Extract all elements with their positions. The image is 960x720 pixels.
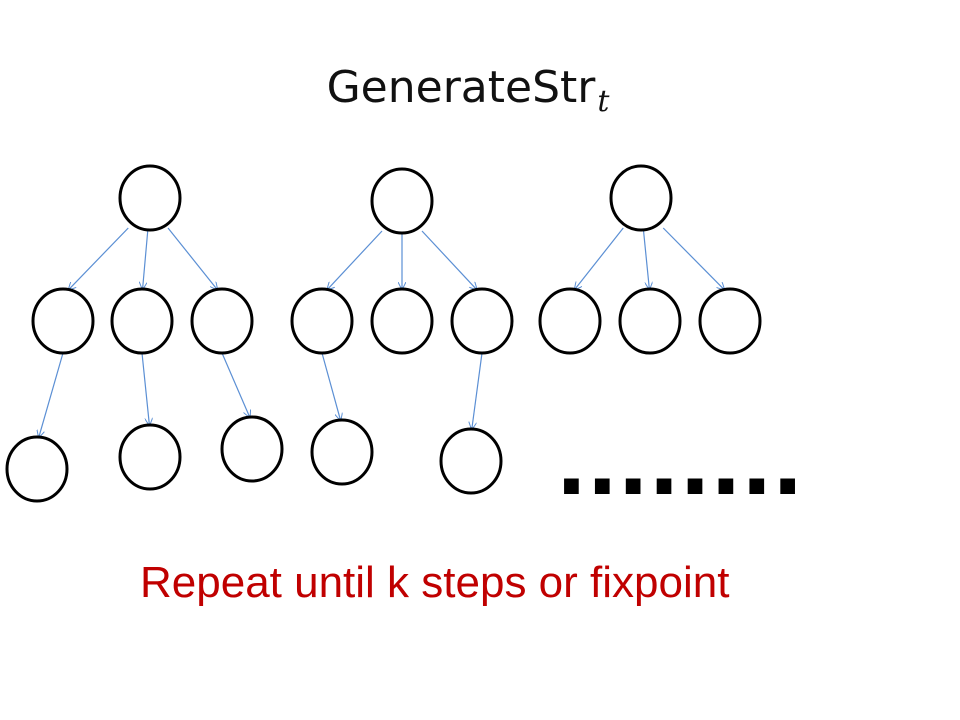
tree-3-edge-root-child-3 [662,227,724,290]
diagram-title: GenerateStrt [0,62,936,119]
tree-1-edge-child-2-grandchild [141,352,149,425]
tree-1-edge-root-child-2 [143,227,149,289]
tree-1-child-3-node [190,287,254,355]
tree-2-child-1-grandchild-node [310,418,374,486]
tree-3-child-1-node [538,287,602,355]
tree-3-root-node [609,164,673,232]
tree-3-child-3-node [698,287,762,355]
tree-2-child-3-node [450,287,514,355]
nodes-layer [5,164,762,503]
tree-3-edge-root-child-2 [642,227,649,289]
tree-3-child-2-node [618,287,682,355]
tree-2-edge-root-child-3 [421,230,477,290]
tree-1-child-3-grandchild-node [220,415,284,483]
tree-2-edge-child-3-grandchild [472,352,483,429]
tree-3-edge-root-child-1 [575,227,624,289]
tree-1-root-node [118,164,182,232]
continuation-ellipsis: ........ [557,401,805,517]
tree-2-child-1-node [290,287,354,355]
tree-1-child-1-grandchild-node [5,435,69,503]
tree-2-child-3-grandchild-node [439,427,503,495]
edges-layer [39,227,724,437]
repeat-caption: Repeat until k steps or fixpoint [140,558,730,607]
title-subscript: t [597,84,610,119]
tree-1-edge-child-3-grandchild [221,352,250,417]
tree-1-child-1-node [31,287,95,355]
tree-2-edge-child-1-grandchild [321,352,340,420]
tree-1-child-2-node [110,287,174,355]
tree-1-edge-root-child-1 [69,227,129,290]
tree-1-edge-child-1-grandchild [39,352,64,437]
tree-1-child-2-grandchild-node [118,423,182,491]
tree-2-root-node [370,167,434,235]
tree-2-edge-root-child-1 [327,230,383,290]
title-main: GenerateStr [326,62,596,113]
tree-1-edge-root-child-3 [167,227,217,289]
tree-2-child-2-node [370,287,434,355]
